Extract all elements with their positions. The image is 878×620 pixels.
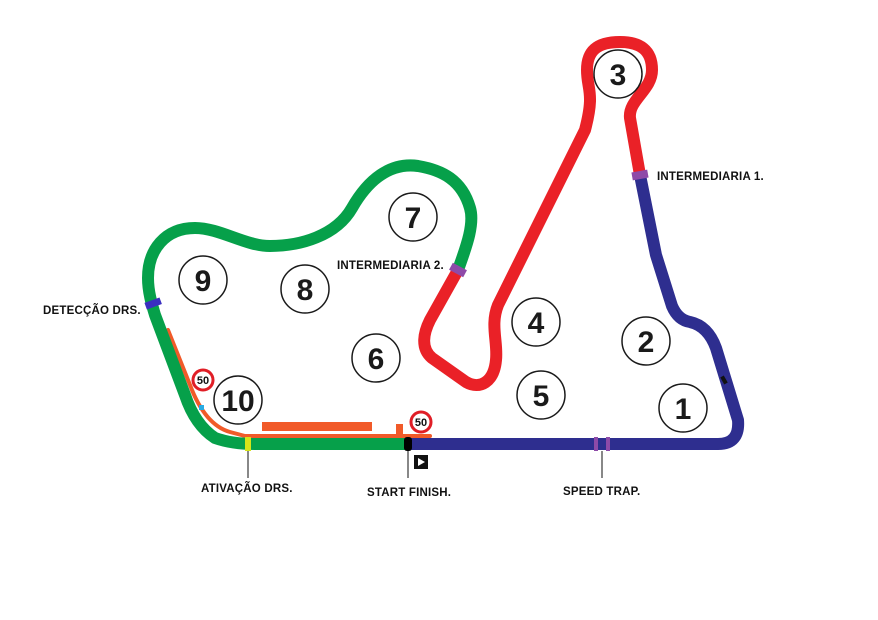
turn-7: 7: [388, 192, 438, 242]
track-edge-mark: [720, 375, 728, 385]
turn-3: 3: [593, 49, 643, 99]
turn-4: 4: [511, 297, 561, 347]
turn-9: 9: [178, 255, 228, 305]
speed-limit-value: 50: [197, 375, 209, 387]
drs-activation-label: ATIVAÇÃO DRS.: [201, 482, 293, 495]
turn-number: 2: [638, 326, 655, 359]
pit-garages: [262, 422, 372, 431]
turn-number: 9: [195, 265, 212, 298]
intermediate-2-label: INTERMEDIARIA 2.: [337, 260, 444, 272]
drs-detection-marker: [144, 297, 162, 310]
speed-limit-sign-pit-entry: 50: [191, 368, 215, 392]
start-finish-line: [404, 437, 412, 451]
speed-limit-value: 50: [415, 417, 427, 429]
turn-number: 8: [297, 274, 314, 307]
sector-1-path: [408, 173, 745, 450]
speed-trap-marker-a: [594, 437, 598, 451]
turn-8: 8: [280, 264, 330, 314]
sector-2-path: [418, 36, 658, 391]
turn-10: 10: [213, 375, 263, 425]
intermediate-2-marker: [449, 262, 467, 278]
intermediate-1-label: INTERMEDIARIA 1.: [657, 171, 764, 183]
speed-trap-marker-b: [606, 437, 610, 451]
drs-detection-label: DETECÇÃO DRS.: [43, 304, 141, 317]
pit-garage-end: [396, 424, 403, 434]
turn-6: 6: [351, 333, 401, 383]
intermediate-1-marker: [631, 169, 649, 181]
turn-number: 6: [368, 343, 385, 376]
turn-number: 3: [610, 59, 627, 92]
chevron-right-icon: [414, 455, 428, 469]
turn-number: 5: [533, 380, 550, 413]
pit-entry-marker: [199, 405, 204, 410]
sector-3-path: [142, 159, 478, 450]
turn-number: 1: [675, 393, 692, 426]
speed-trap-label: SPEED TRAP.: [563, 486, 640, 498]
speed-limit-sign-pit-exit: 50: [409, 410, 433, 434]
start-finish-label: START FINISH.: [367, 487, 451, 499]
drs-activation-marker: [245, 437, 251, 451]
turn-2: 2: [621, 316, 671, 366]
turn-number: 7: [405, 202, 422, 235]
turn-number: 10: [221, 385, 254, 418]
turn-5: 5: [516, 370, 566, 420]
pit-lane: [166, 328, 432, 438]
turn-1: 1: [658, 383, 708, 433]
turn-number: 4: [528, 307, 545, 340]
